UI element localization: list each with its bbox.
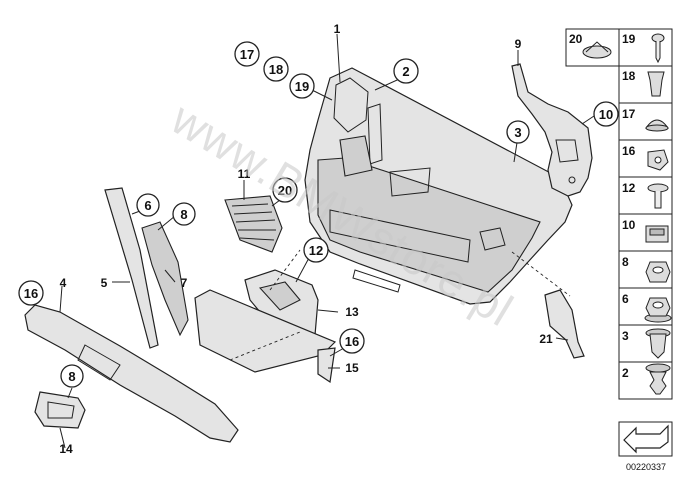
callout-17: 17 (234, 41, 260, 67)
bracket (511, 63, 593, 197)
legend-label-2: 2 (622, 366, 629, 380)
legend-label-6: 6 (622, 292, 629, 306)
label-4: 4 (60, 276, 67, 290)
callout-18: 18 (263, 56, 289, 82)
svg-text:17: 17 (240, 47, 254, 62)
document-id: 00220337 (626, 462, 666, 472)
legend-label-17: 17 (622, 107, 636, 121)
svg-text:7: 7 (181, 276, 188, 290)
small-cap (317, 347, 336, 384)
svg-text:16: 16 (345, 334, 359, 349)
svg-text:21: 21 (539, 332, 553, 346)
washer-screw-icon (647, 183, 669, 209)
svg-text:8: 8 (180, 207, 187, 222)
dashed-guides (229, 249, 571, 361)
trim-strip (24, 304, 239, 443)
svg-text:10: 10 (599, 107, 613, 122)
callout-6: 6 (136, 193, 160, 217)
svg-text:5: 5 (101, 276, 108, 290)
svg-text:15: 15 (345, 361, 359, 375)
spring-nut-icon (647, 149, 669, 171)
label-21: 21 (539, 332, 553, 346)
label-13: 13 (345, 305, 359, 319)
clamp-icon (645, 225, 669, 243)
pillar-trim (104, 187, 189, 349)
callout-16-left: 16 (18, 280, 44, 306)
leader-lines (59, 33, 595, 449)
svg-text:11: 11 (238, 167, 251, 181)
expanding-rivet-icon (582, 41, 612, 59)
christmas-tree-clip-icon (645, 363, 671, 395)
svg-text:3: 3 (514, 125, 521, 140)
door-handle (34, 391, 86, 429)
callout-10: 10 (593, 101, 619, 127)
cap-icon (645, 119, 669, 132)
legend-label-10: 10 (622, 218, 636, 232)
svg-text:16: 16 (24, 286, 38, 301)
label-7: 7 (181, 276, 188, 290)
svg-text:9: 9 (515, 37, 522, 51)
callout-20: 20 (272, 177, 298, 203)
legend-label-20: 20 (569, 32, 583, 46)
label-1: 1 (334, 22, 341, 36)
callout-8-lower: 8 (60, 364, 84, 388)
callout-2: 2 (393, 58, 419, 84)
flange-nut-icon (644, 297, 672, 323)
svg-text:13: 13 (345, 305, 359, 319)
legend-label-18: 18 (622, 69, 636, 83)
svg-text:4: 4 (60, 276, 67, 290)
direction-arrow-icon (623, 424, 669, 454)
callout-19: 19 (289, 73, 315, 99)
legend-label-19: 19 (622, 32, 636, 46)
label-15: 15 (345, 361, 359, 375)
svg-text:12: 12 (309, 243, 323, 258)
legend-label-12: 12 (622, 181, 636, 195)
hex-nut-icon (645, 261, 671, 283)
door-trim-panel (304, 67, 573, 305)
svg-text:20: 20 (278, 183, 292, 198)
callout-8-upper: 8 (172, 202, 196, 226)
fastener-legend: 20 19 18 17 16 12 (565, 28, 673, 457)
svg-text:19: 19 (295, 79, 309, 94)
svg-text:14: 14 (59, 442, 73, 456)
svg-text:2: 2 (402, 64, 409, 79)
screw-icon (651, 33, 665, 64)
clip-piece (544, 289, 585, 359)
svg-text:8: 8 (68, 369, 75, 384)
push-clip-icon (645, 328, 671, 359)
clip-nut-icon (647, 71, 665, 97)
speaker-grille (224, 195, 283, 253)
label-9: 9 (515, 37, 522, 51)
label-14: 14 (59, 442, 73, 456)
callout-12: 12 (303, 237, 329, 263)
legend-label-16: 16 (622, 144, 636, 158)
label-11: 11 (238, 167, 251, 181)
svg-text:6: 6 (144, 198, 151, 213)
armrest-cover (194, 269, 337, 373)
legend-label-3: 3 (622, 329, 629, 343)
label-5: 5 (101, 276, 108, 290)
callout-3: 3 (506, 120, 530, 144)
svg-text:18: 18 (269, 62, 283, 77)
svg-text:1: 1 (334, 22, 341, 36)
legend-label-8: 8 (622, 255, 629, 269)
callout-16-middle: 16 (339, 328, 365, 354)
